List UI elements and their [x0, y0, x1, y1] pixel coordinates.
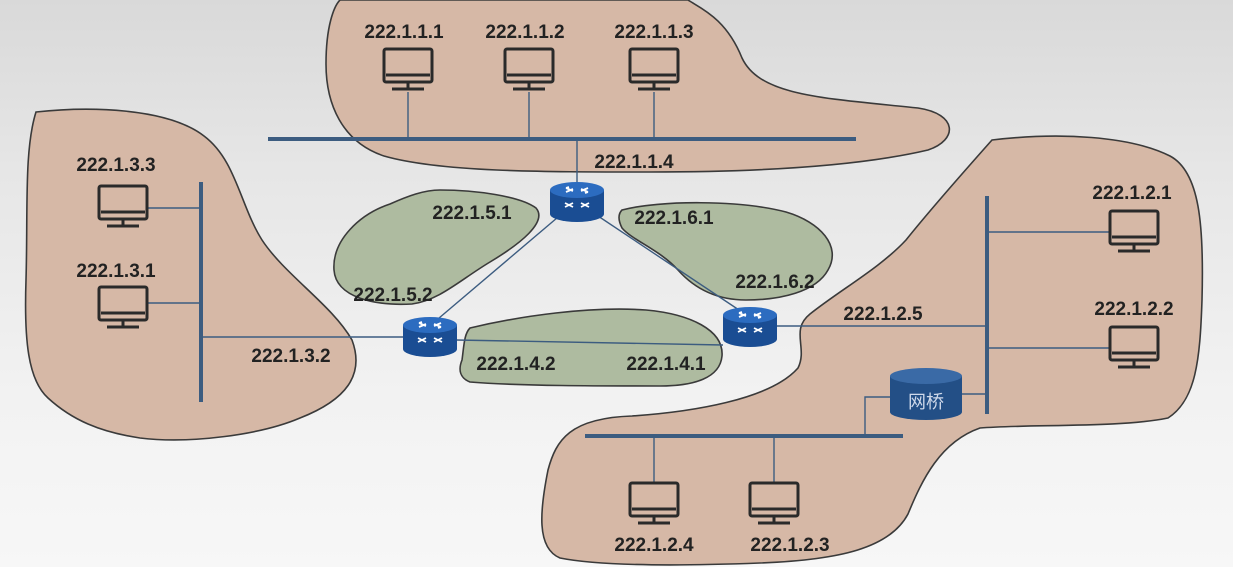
wan-222-1-4-region: [459, 308, 723, 387]
router-top: [549, 181, 605, 223]
host-label-h122: 222.1.2.2: [1094, 299, 1173, 320]
router-right: [722, 306, 778, 348]
host-label-h112: 222.1.1.2: [485, 22, 564, 43]
lan-222-1-3-region: [24, 108, 357, 441]
host-label-h133: 222.1.3.3: [76, 155, 155, 176]
host-label-h131: 222.1.3.1: [76, 261, 156, 282]
iface-label-i114: 222.1.1.4: [594, 152, 674, 173]
link-r1-r2: [431, 211, 565, 325]
link-r1-r3: [591, 211, 743, 313]
lan-222-1-2-region: [541, 135, 1204, 566]
iface-label-i132: 222.1.3.2: [251, 346, 330, 367]
iface-label-i151: 222.1.5.1: [432, 203, 512, 224]
iface-label-i161: 222.1.6.1: [634, 208, 714, 229]
link-r2-r3: [455, 339, 724, 346]
host-label-h113: 222.1.1.3: [614, 22, 693, 43]
router-left: [402, 316, 458, 358]
bridge-label: 网桥: [908, 392, 944, 413]
wan-222-1-6-region: [618, 201, 834, 301]
wan-222-1-5-region: [333, 189, 540, 306]
iface-label-i125: 222.1.2.5: [843, 304, 923, 325]
host-label-h121: 222.1.2.1: [1092, 183, 1172, 204]
iface-label-i152: 222.1.5.2: [353, 285, 432, 306]
iface-label-i141: 222.1.4.1: [626, 354, 706, 375]
iface-label-i162: 222.1.6.2: [735, 272, 814, 293]
host-label-h123: 222.1.2.3: [750, 535, 829, 556]
link-bridge-bottom-bus: [864, 396, 891, 436]
lan-222-1-1-region: [325, 0, 951, 173]
host-label-h124: 222.1.2.4: [614, 535, 694, 556]
iface-label-i142: 222.1.4.2: [476, 354, 555, 375]
host-label-h111: 222.1.1.1: [364, 22, 444, 43]
bridge-device: 网桥: [890, 368, 962, 420]
